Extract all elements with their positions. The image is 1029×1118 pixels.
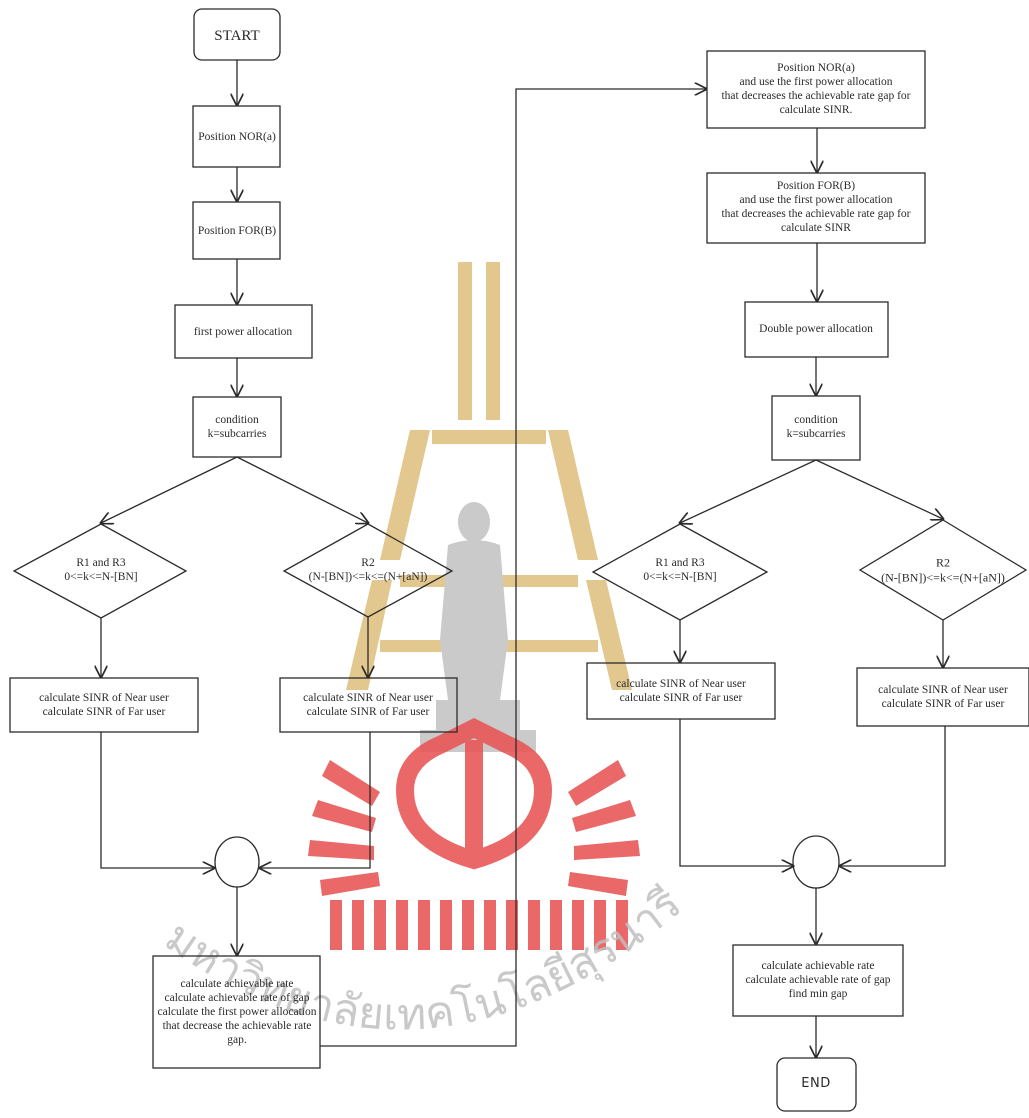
arrow-rsinrb-merge [840,725,946,866]
arrow-sinra-merge [100,731,214,868]
arrow-rcondition-r2 [815,459,943,519]
arrow-condition-r1r3 [101,456,238,523]
left-position-nor-label: Position NOR(a) [198,130,276,143]
right-position-nor-label: Position NOR(a)and use the first power a… [721,61,911,117]
right-merge-circle [792,835,840,889]
right-sinr-box-a [586,662,776,720]
right-position-for-box [706,172,926,244]
end-label: END [801,1076,831,1092]
left-first-power-label: first power allocation [193,325,293,338]
arrow-condition-r2 [236,456,368,523]
start-label: START [214,27,260,44]
right-position-nor-box [706,50,926,129]
arrow-to-right-flow [319,89,706,1047]
left-sinr-box-a [9,677,199,733]
left-sinr-box-b [279,677,458,733]
right-position-for-label: Position FOR(B)and use the first power a… [721,179,911,235]
end-box [776,1057,857,1112]
left-position-for-label: Position FOR(B) [197,224,277,237]
right-double-power-label: Double power allocation [759,322,873,335]
arrow-sinrb-merge [260,731,371,868]
left-first-power-box [174,304,313,359]
watermark-emblem: มหาวิทยาลัยเทคโนโลยีสุรนารี [156,262,691,1041]
right-sinr-box-b [856,667,1029,727]
left-achievable-box [152,955,321,1069]
arrow-rcondition-r1r3 [680,459,817,523]
arrow-rsinra-merge [679,718,793,866]
right-final-box [732,944,904,1017]
right-r2-label: R2(N-[BN])<=k<=(N+[aN]) [881,555,1005,584]
left-merge-circle [214,836,260,888]
left-r2-label: R2(N-[BN])<=k<=(N+[aN]) [308,556,428,583]
